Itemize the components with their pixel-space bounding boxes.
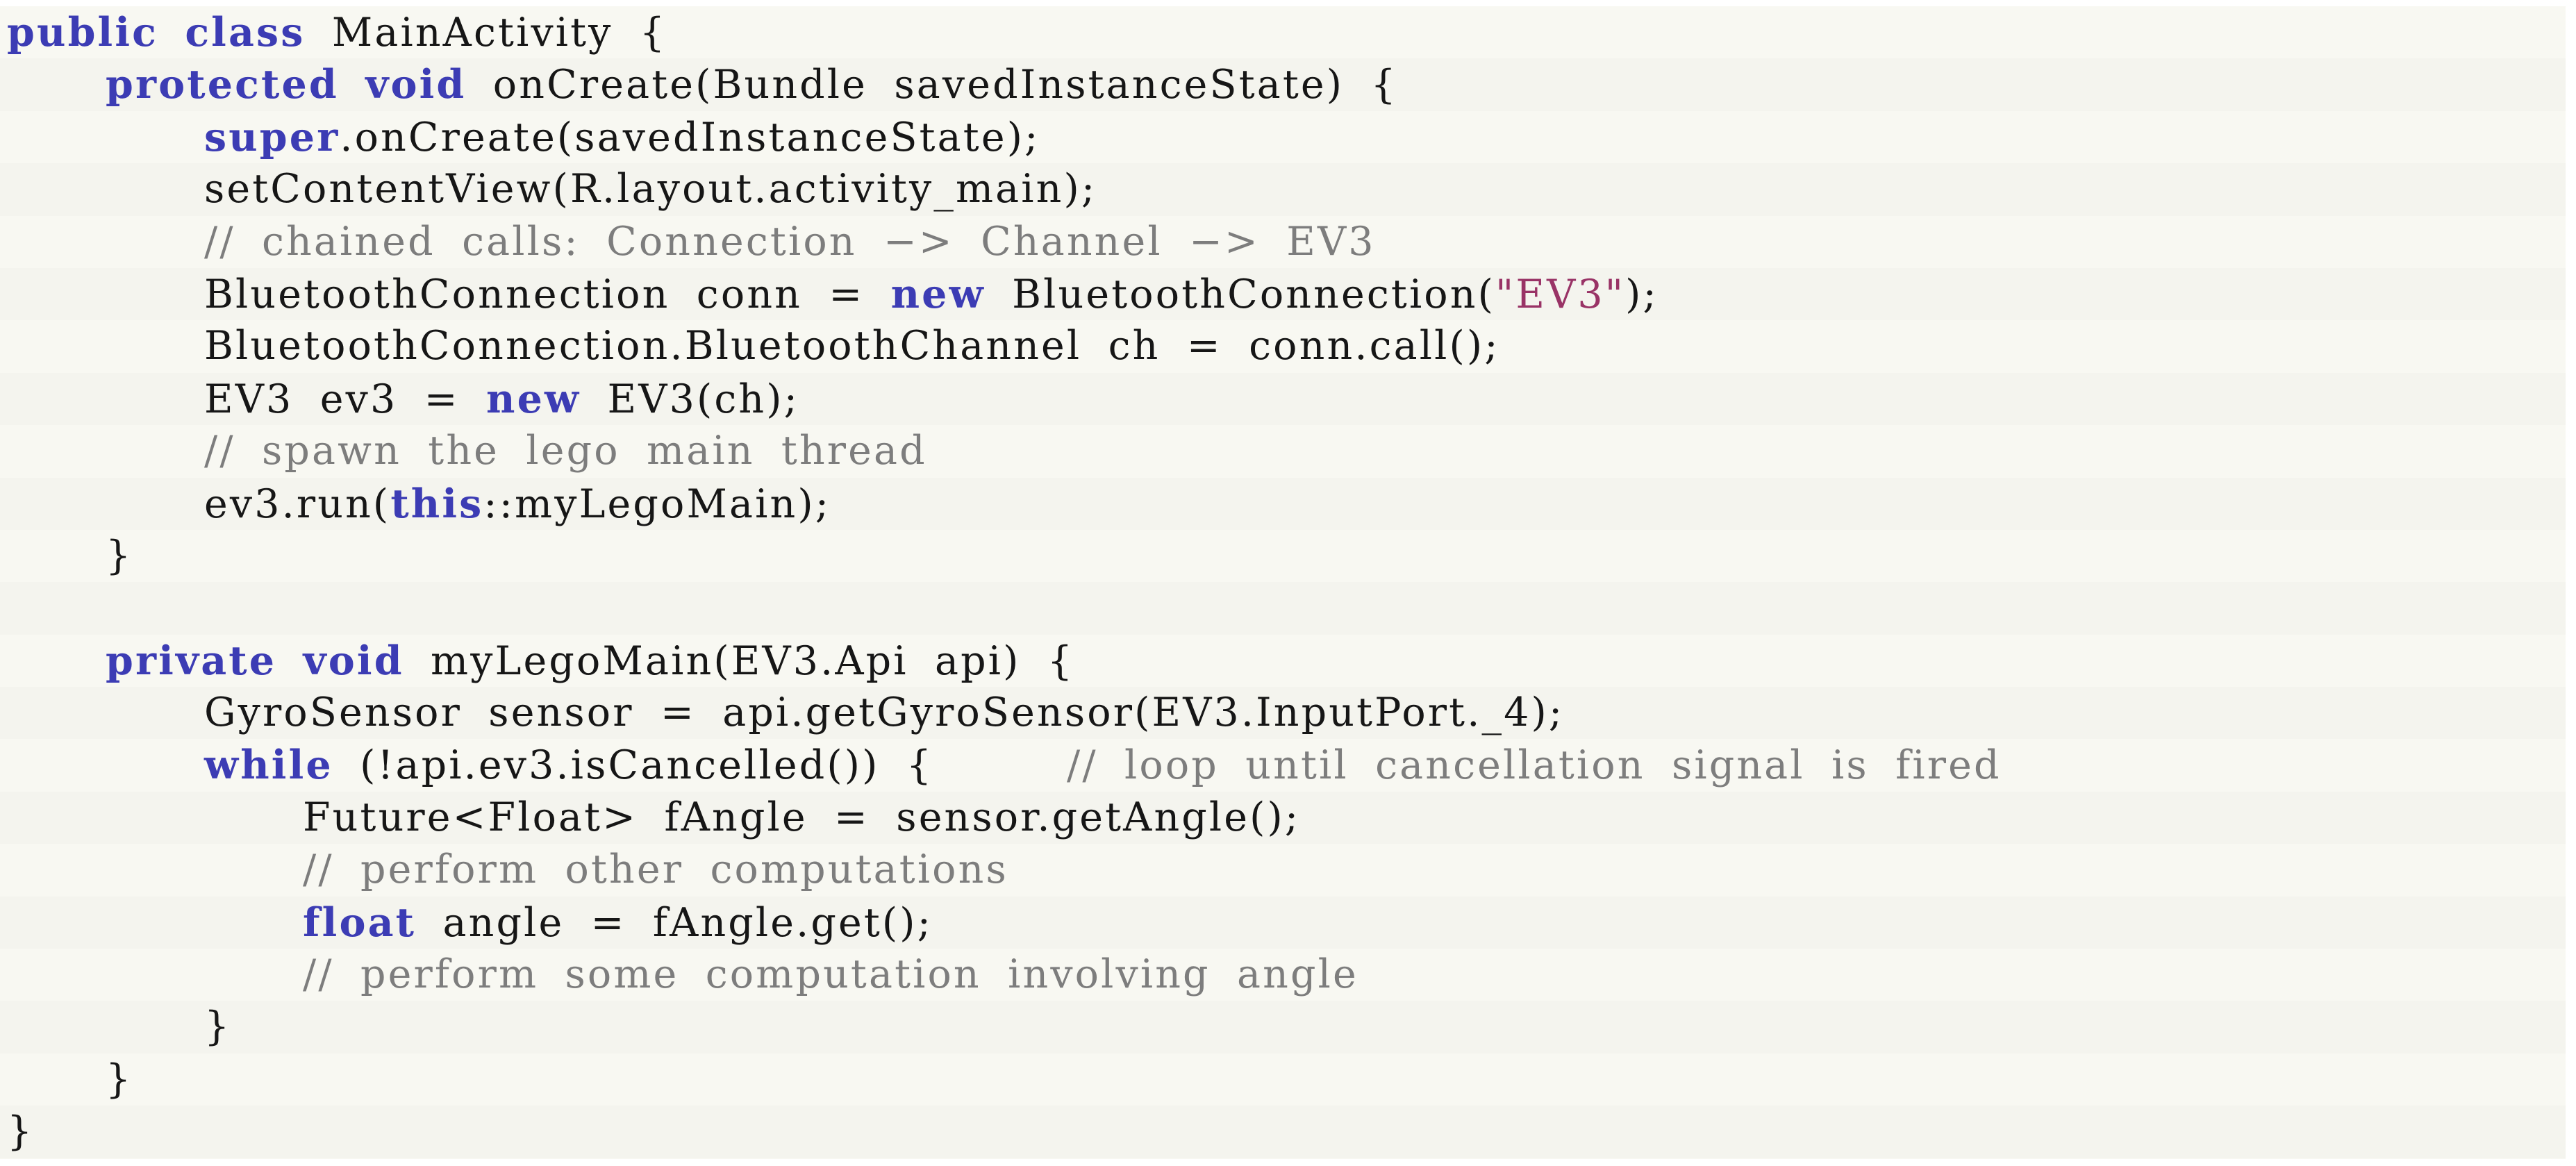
comment-token: // perform other computations bbox=[303, 847, 1008, 893]
comment-token: // spawn the lego main thread bbox=[204, 428, 927, 474]
comment-token: // loop until cancellation signal is fir… bbox=[1067, 742, 2002, 789]
code-token: EV3(ch); bbox=[581, 376, 799, 422]
code-line: private void myLegoMain(EV3.Api api) { bbox=[0, 635, 2566, 687]
keyword-token: new bbox=[486, 375, 581, 422]
code-token: } bbox=[106, 1056, 133, 1102]
keyword-token: this bbox=[390, 480, 484, 527]
code-line: ev3.run(this::myLegoMain); bbox=[0, 477, 2566, 530]
code-token bbox=[276, 638, 303, 684]
code-line: BluetoothConnection.BluetoothChannel ch … bbox=[0, 320, 2566, 372]
code-token: } bbox=[204, 1003, 232, 1050]
code-token bbox=[339, 62, 365, 108]
code-token: BluetoothConnection conn = bbox=[204, 271, 891, 317]
keyword-token: new bbox=[890, 270, 986, 317]
code-line: // spawn the lego main thread bbox=[0, 425, 2566, 477]
code-token: angle = fAngle.get(); bbox=[416, 899, 933, 946]
code-token: GyroSensor sensor = api.getGyroSensor(EV… bbox=[204, 690, 1565, 736]
code-token: EV3 ev3 = bbox=[204, 376, 487, 422]
code-token: ); bbox=[1625, 271, 1659, 317]
keyword-token: void bbox=[303, 637, 404, 684]
code-token: ::myLegoMain); bbox=[483, 481, 831, 527]
keyword-token: private bbox=[106, 637, 277, 684]
string-token: "EV3" bbox=[1495, 271, 1626, 317]
keyword-token: void bbox=[365, 61, 467, 108]
code-listing: public class MainActivity {protected voi… bbox=[0, 6, 2566, 1159]
code-token: BluetoothConnection.BluetoothChannel ch … bbox=[204, 323, 1500, 369]
code-token bbox=[158, 10, 185, 56]
code-token: BluetoothConnection( bbox=[985, 271, 1495, 317]
code-line: float angle = fAngle.get(); bbox=[0, 896, 2566, 949]
code-line: // perform other computations bbox=[0, 844, 2566, 896]
code-line: setContentView(R.layout.activity_main); bbox=[0, 163, 2566, 216]
code-token: onCreate(Bundle savedInstanceState) { bbox=[466, 62, 1398, 108]
keyword-token: super bbox=[204, 113, 340, 160]
code-line: protected void onCreate(Bundle savedInst… bbox=[0, 58, 2566, 111]
code-line: } bbox=[0, 1053, 2566, 1106]
code-token: myLegoMain(EV3.Api api) { bbox=[404, 638, 1075, 684]
code-line: Future<Float> fAngle = sensor.getAngle()… bbox=[0, 791, 2566, 844]
keyword-token: float bbox=[303, 899, 417, 946]
code-token: (!api.ev3.isCancelled()) { bbox=[333, 742, 1067, 789]
code-token: MainActivity { bbox=[305, 10, 667, 56]
keyword-token: protected bbox=[106, 61, 339, 108]
code-line: // chained calls: Connection −> Channel … bbox=[0, 216, 2566, 268]
comment-token: // chained calls: Connection −> Channel … bbox=[204, 218, 1376, 265]
code-line: } bbox=[0, 1001, 2566, 1053]
code-line: super.onCreate(savedInstanceState); bbox=[0, 111, 2566, 163]
keyword-token: public bbox=[7, 9, 158, 56]
code-token: setContentView(R.layout.activity_main); bbox=[204, 166, 1097, 213]
code-token: Future<Float> fAngle = sensor.getAngle()… bbox=[303, 794, 1301, 840]
code-line bbox=[0, 582, 2566, 635]
code-token: ev3.run( bbox=[204, 481, 391, 527]
keyword-token: class bbox=[185, 9, 306, 56]
keyword-token: while bbox=[204, 742, 333, 789]
code-line: public class MainActivity { bbox=[0, 6, 2566, 58]
code-line: // perform some computation involving an… bbox=[0, 949, 2566, 1001]
code-token: } bbox=[106, 532, 133, 578]
code-line: EV3 ev3 = new EV3(ch); bbox=[0, 372, 2566, 426]
code-line: while (!api.ev3.isCancelled()) { // loop… bbox=[0, 739, 2566, 791]
code-token: } bbox=[7, 1108, 35, 1155]
code-line: GyroSensor sensor = api.getGyroSensor(EV… bbox=[0, 687, 2566, 740]
code-line: BluetoothConnection conn = new Bluetooth… bbox=[0, 267, 2566, 321]
code-line: } bbox=[0, 530, 2566, 582]
code-token: .onCreate(savedInstanceState); bbox=[340, 114, 1040, 160]
code-line: } bbox=[0, 1106, 2566, 1158]
comment-token: // perform some computation involving an… bbox=[303, 951, 1358, 998]
